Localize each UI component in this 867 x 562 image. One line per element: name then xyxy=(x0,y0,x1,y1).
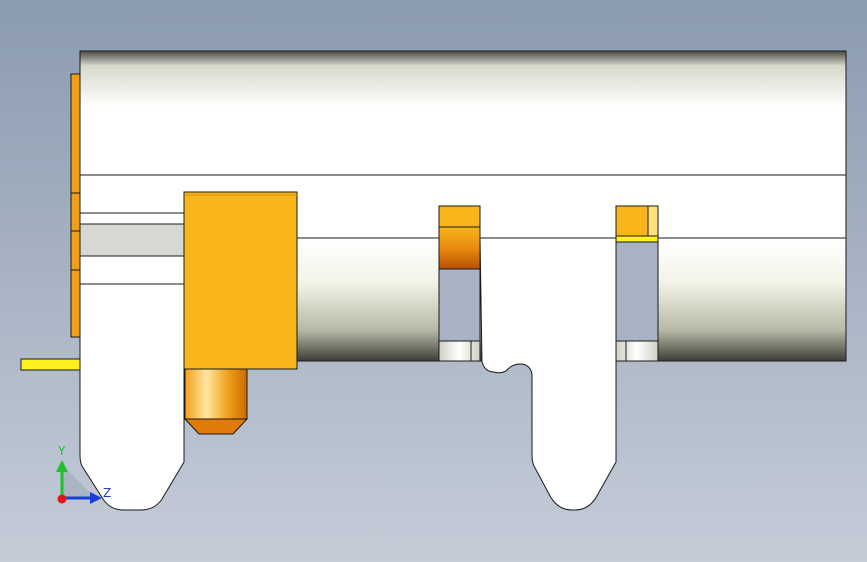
slot-1-cavity xyxy=(438,268,481,342)
x-axis-origin-icon xyxy=(57,494,67,504)
slot-2-cavity xyxy=(615,241,659,342)
slot-1-ring xyxy=(438,340,481,362)
z-axis-label: Z xyxy=(103,486,111,500)
y-axis-arrow-icon xyxy=(56,460,68,472)
triad-plane xyxy=(62,465,96,498)
y-axis-label: Y xyxy=(57,444,66,458)
orange-block[interactable] xyxy=(183,191,298,370)
middle-fork[interactable] xyxy=(438,237,617,511)
slot-1-orange-bottom[interactable] xyxy=(438,226,481,270)
yellow-pin[interactable] xyxy=(20,358,83,371)
slot-2-ring xyxy=(615,340,659,362)
slot-2-orange-highlight xyxy=(647,205,659,237)
left-leg[interactable] xyxy=(79,212,185,511)
coordinate-triad: Y Z xyxy=(56,444,111,504)
z-axis-arrow-icon xyxy=(90,492,102,504)
left-shaft-gray xyxy=(79,223,185,257)
orange-pin-tip[interactable] xyxy=(183,418,249,435)
slot-2-yellow-strip xyxy=(615,235,659,243)
slot-1-orange-top[interactable] xyxy=(438,205,481,228)
orange-pin-body[interactable] xyxy=(184,368,248,420)
